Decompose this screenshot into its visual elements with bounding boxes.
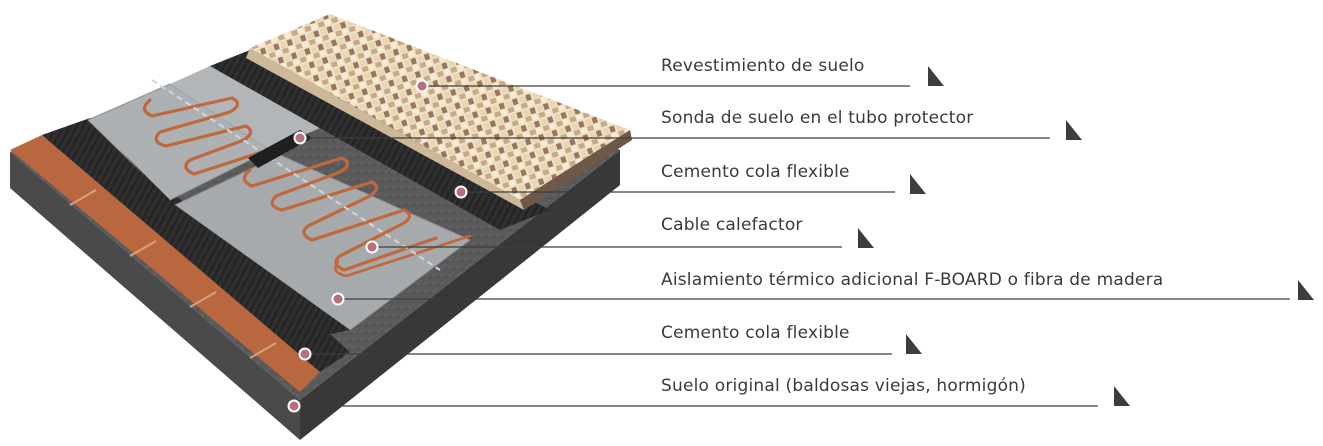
callout-dot-suelo [287,399,301,413]
marker-triangle-suelo [1114,386,1130,406]
heating-cable [142,96,472,278]
label-cable: Cable calefactor [661,215,803,235]
callout-dot-aislamiento [331,292,345,306]
old-tiles-layer [10,135,320,392]
callout-dot-cable [365,240,379,254]
marker-triangle-cemento2 [906,334,922,354]
callout-dot-sonda [293,131,307,145]
insulation-boards [87,66,471,340]
callout-dot-cemento2 [298,347,312,361]
marker-triangle-revestimiento [928,66,944,86]
label-revestimiento: Revestimiento de suelo [661,56,865,76]
label-aislamiento: Aislamiento térmico adicional F-BOARD o … [661,270,1164,290]
label-sonda: Sonda de suelo en el tubo protector [661,108,974,128]
marker-triangle-sonda [1066,120,1082,140]
floor-covering [246,14,632,210]
callout-dot-revestimiento [415,79,429,93]
marker-triangle-cable [858,228,874,248]
marker-triangle-aislamiento [1298,280,1314,300]
label-cemento-1: Cemento cola flexible [661,162,850,182]
label-cemento-2: Cemento cola flexible [661,323,850,343]
label-suelo: Suelo original (baldosas viejas, hormigó… [661,376,1026,396]
marker-triangle-cemento1 [910,174,926,194]
adhesive-upper [210,50,550,230]
callout-dot-cemento1 [454,185,468,199]
